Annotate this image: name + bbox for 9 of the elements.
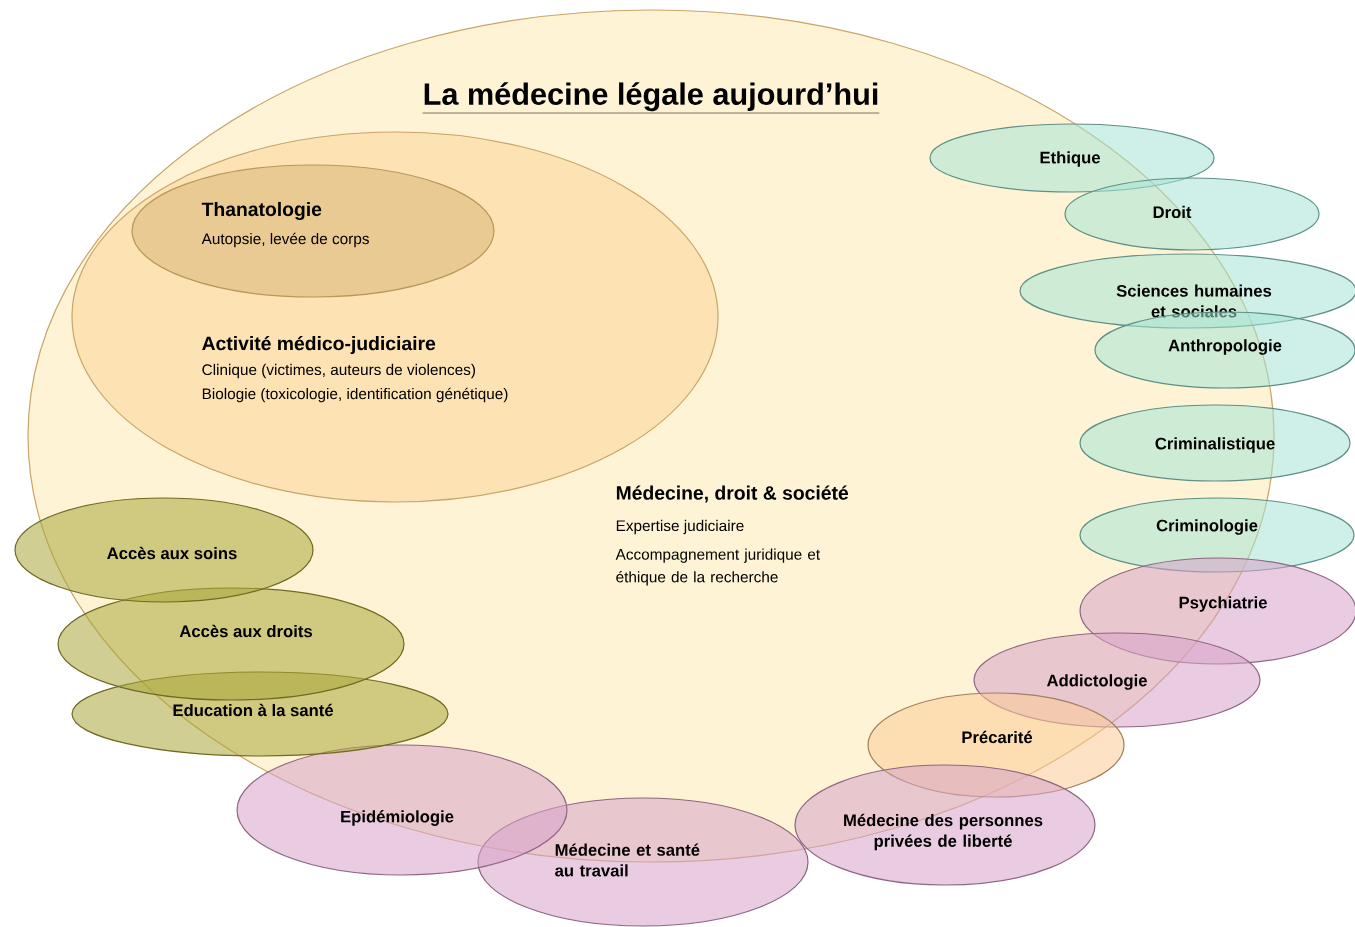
description: Expertise judiciaire	[616, 519, 744, 535]
description: Autopsie, levée de corps	[201, 232, 369, 248]
description: Biologie (toxicologie, identification génétique)	[202, 387, 508, 403]
title: La médecine légale aujourd’hui	[422, 82, 880, 114]
description: Accompagnement juridique et éthique de la recherche	[615, 548, 820, 586]
heading: Activité médico-judiciaire	[202, 335, 436, 355]
description: Clinique (victimes, auteurs de violences)	[202, 363, 475, 379]
heading: Thanatologie	[201, 201, 322, 221]
heading: Médecine, droit & société	[616, 485, 849, 503]
